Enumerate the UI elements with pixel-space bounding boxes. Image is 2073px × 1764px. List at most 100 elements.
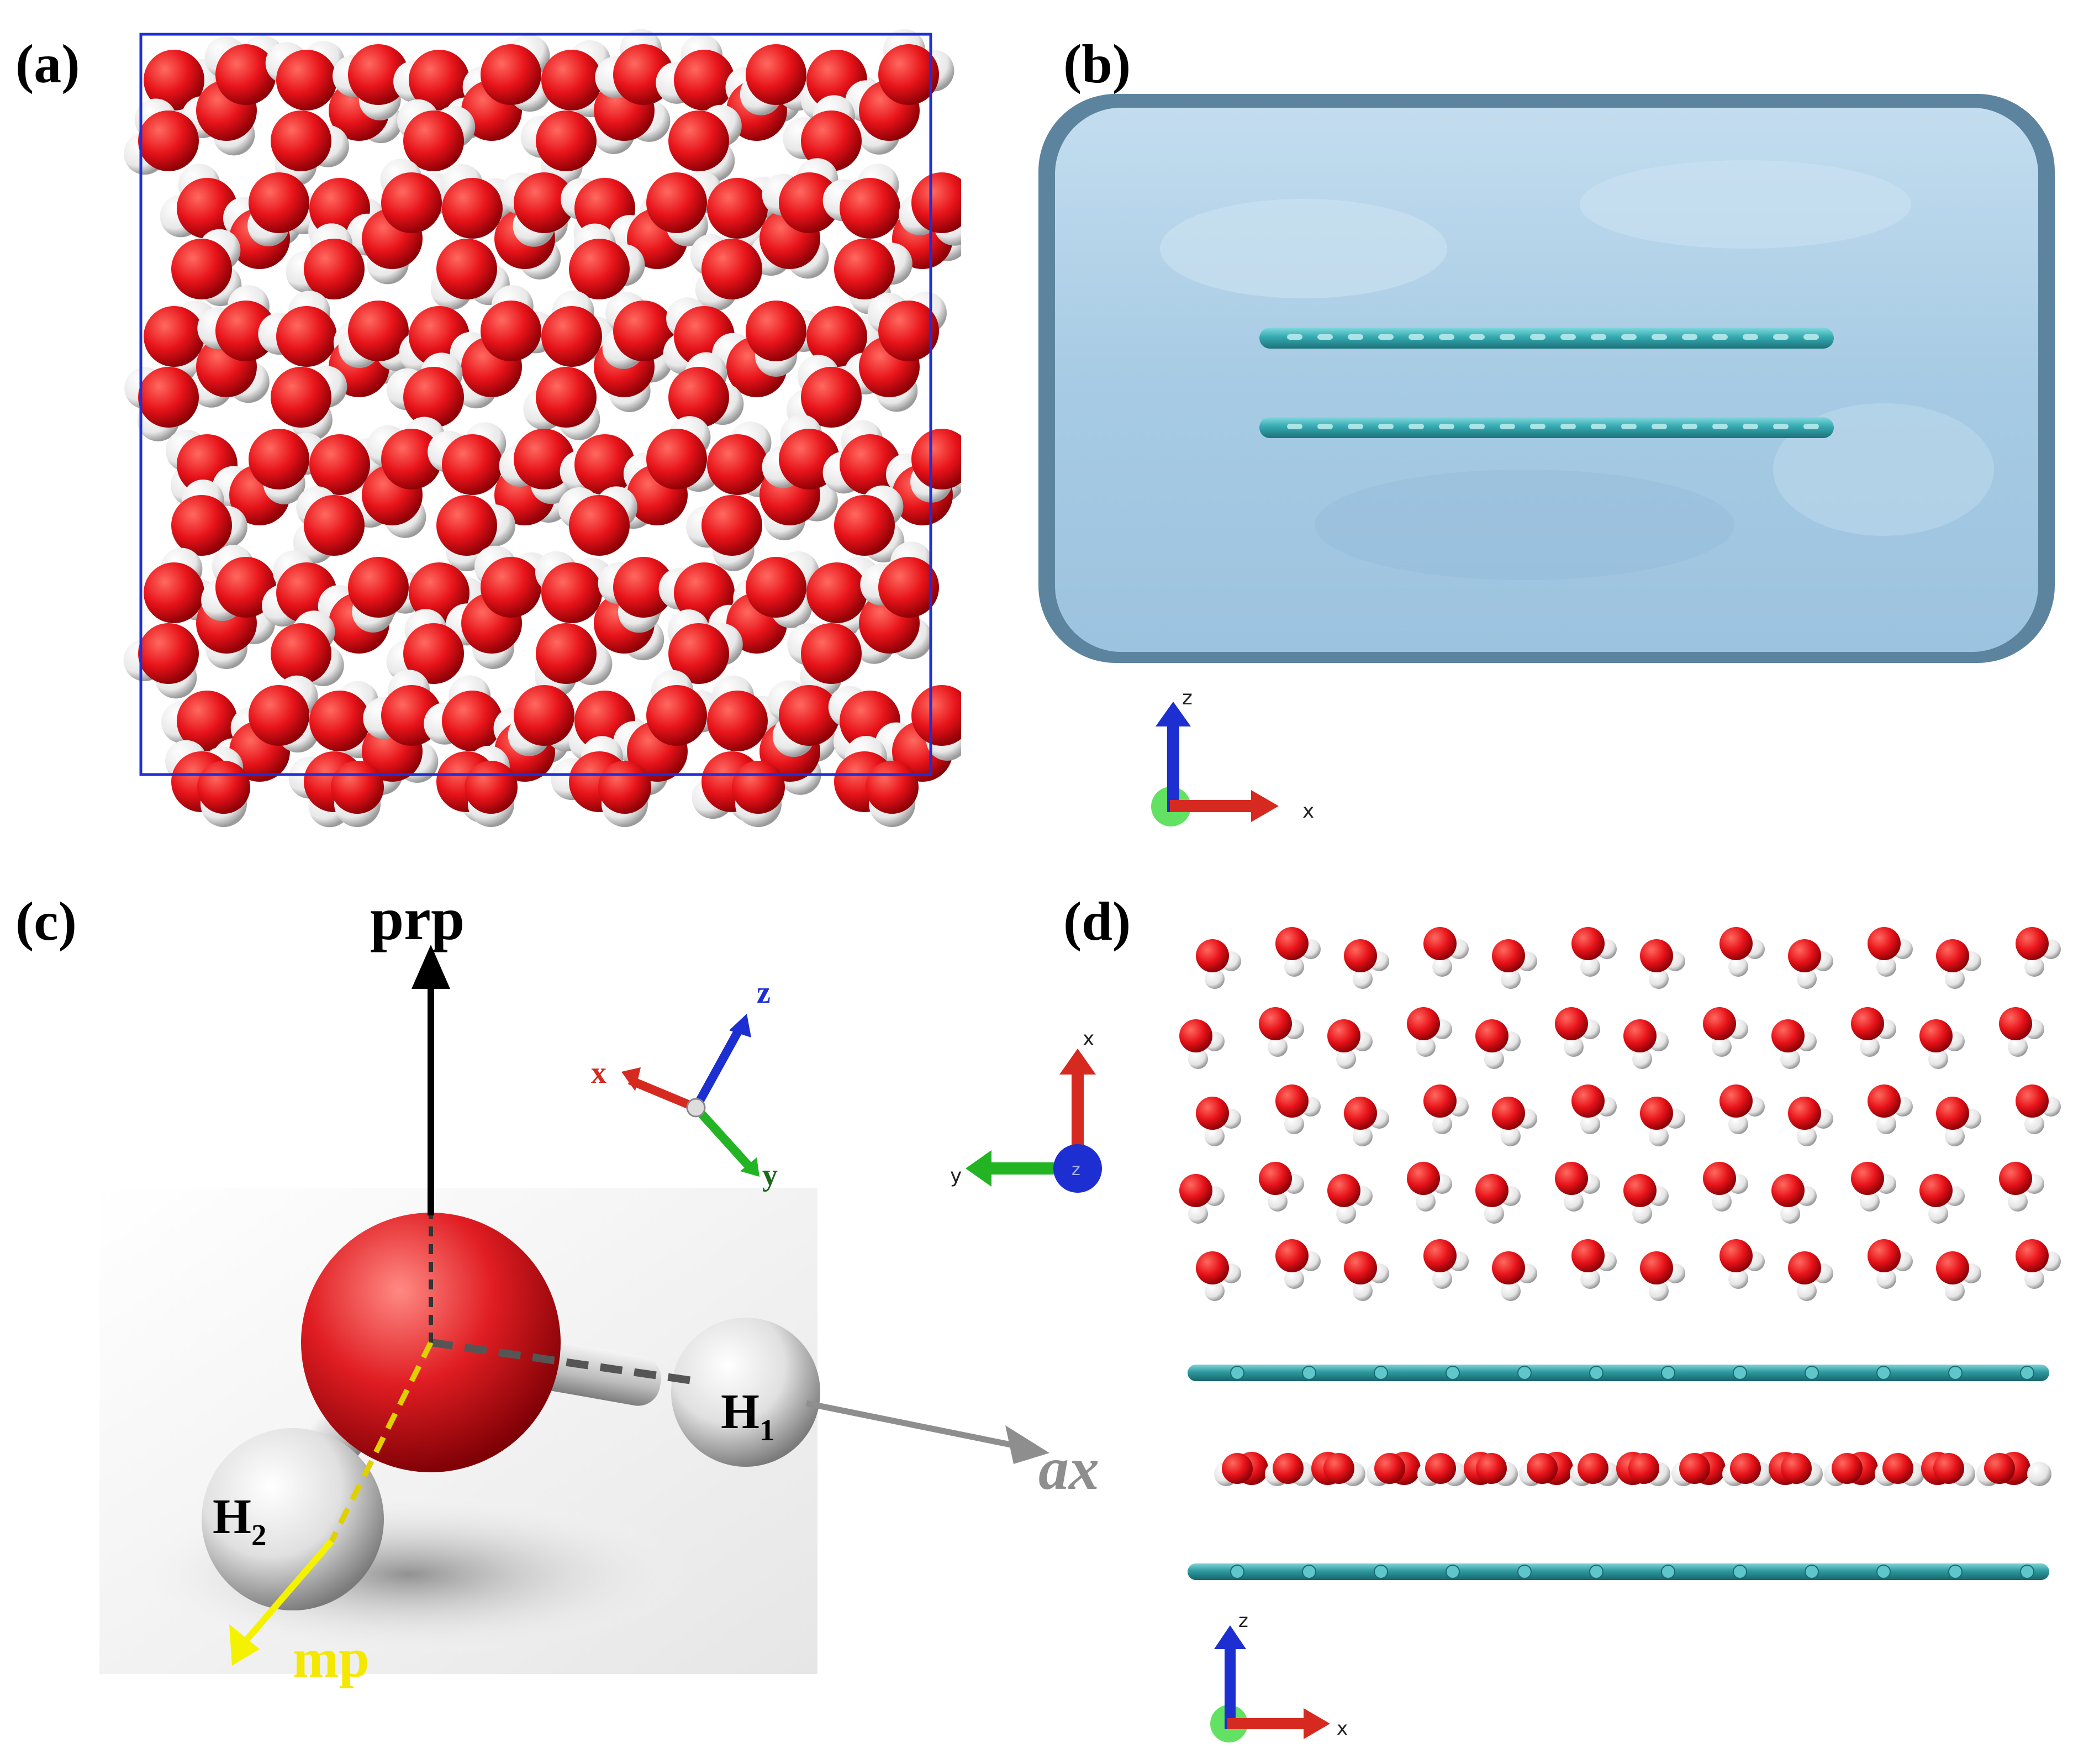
hydrogen-atom [2024, 1114, 2044, 1134]
water-molecule [1275, 927, 1321, 977]
water-molecule [1640, 1097, 1685, 1146]
oxygen-atom [1623, 1174, 1657, 1207]
hydrogen-atom [1780, 1204, 1800, 1224]
oxygen-atom [171, 239, 232, 299]
hydrogen-atom [1188, 1049, 1208, 1069]
oxygen-atom [1179, 1174, 1212, 1207]
water-molecule [397, 99, 476, 171]
water-molecule [690, 234, 762, 311]
oxygen-atom [1788, 939, 1821, 972]
ice-lattice [123, 29, 961, 828]
water-molecule [911, 685, 961, 761]
oxygen-atom [465, 761, 518, 814]
oxygen-atom [276, 306, 337, 367]
z-axis-label: z [1182, 687, 1193, 709]
water-molecule [249, 429, 327, 504]
oxygen-atom [574, 434, 635, 495]
oxygen-atom [1275, 1239, 1309, 1272]
oxygen-atom [1196, 939, 1229, 972]
oxygen-atom [1222, 1453, 1253, 1484]
x-axis-label: x [1083, 1028, 1094, 1050]
water-molecule [834, 485, 905, 563]
water-molecule [746, 551, 819, 628]
hydrogen-atom [1284, 1114, 1304, 1134]
oxygen-atom [249, 172, 309, 233]
x-axis-label: x [1302, 800, 1314, 823]
water-molecule [124, 367, 199, 441]
hydrogen-atom [1860, 1037, 1880, 1057]
water-molecule [123, 623, 199, 699]
water-molecule [668, 104, 742, 182]
oxygen-atom [1679, 1453, 1710, 1484]
h2-label: H2 [213, 1489, 267, 1552]
water-molecule [293, 486, 365, 564]
water-molecule [1771, 1174, 1817, 1224]
water-molecule [806, 306, 885, 382]
oxygen-atom [1407, 1162, 1440, 1195]
hydrogen-atom [1501, 969, 1521, 989]
water-molecule [569, 223, 645, 299]
hydrogen-atom [1876, 1114, 1896, 1134]
hydrogen-atom [1336, 1049, 1356, 1069]
oxygen-atom [481, 301, 541, 361]
water-molecule [667, 609, 743, 684]
water-molecule [828, 686, 900, 763]
x-axis-arrow [1227, 1718, 1305, 1729]
water-molecule [1868, 1239, 1913, 1289]
oxygen-atom [1407, 1007, 1440, 1040]
panel-b-water-slab: z x [1027, 83, 2066, 856]
water-molecule [1275, 1239, 1321, 1289]
water-molecule [1719, 927, 1765, 977]
oxygen-atom [1882, 1453, 1913, 1484]
hydrogen-atom [1876, 957, 1896, 977]
hydrogen-atom [1649, 1126, 1669, 1146]
hydrogen-atom [1188, 1204, 1208, 1224]
water-molecule [646, 416, 720, 492]
water-molecule [1344, 939, 1389, 989]
oxygen-atom [1275, 927, 1309, 960]
mp-label: mp [293, 1628, 370, 1689]
oxygen-atom [144, 306, 204, 367]
oxygen-atom [646, 172, 707, 233]
water-molecule [1259, 1007, 1304, 1057]
oxygen-atom [442, 691, 503, 751]
oxygen-atom [215, 557, 276, 618]
hydrogen-atom [1353, 969, 1373, 989]
hydrogen-atom [1205, 1281, 1225, 1301]
hydrogen-atom [1649, 969, 1669, 989]
hydrogen-atom [1484, 1204, 1504, 1224]
oxygen-atom [1327, 1174, 1360, 1207]
water-molecule [271, 610, 344, 687]
water-molecule [1571, 1239, 1617, 1289]
water-molecule [1196, 939, 1241, 989]
water-molecule [1423, 1239, 1469, 1289]
hydrogen-atom [1501, 1126, 1521, 1146]
water-molecule [1407, 1007, 1452, 1057]
hydrogen-atom [2027, 1462, 2051, 1486]
water-molecule [1788, 1097, 1833, 1146]
oxygen-atom [707, 434, 768, 495]
oxygen-atom [1781, 1453, 1812, 1484]
hydrogen-atom [1797, 969, 1817, 989]
water-molecule [1407, 1162, 1452, 1212]
oxygen-atom [613, 301, 674, 361]
oxygen-atom [840, 178, 900, 239]
water-molecule [441, 164, 516, 239]
water-molecule [1703, 1007, 1748, 1057]
water-molecule [286, 223, 365, 299]
water-molecule [1936, 1251, 1981, 1301]
water-molecule [367, 417, 446, 489]
water-molecule [668, 352, 744, 428]
water-molecule [1259, 1162, 1304, 1212]
water-molecule [523, 367, 600, 440]
panel-label-a: (a) [15, 33, 80, 94]
oxygen-atom [646, 685, 707, 746]
oxygen-atom [1628, 1453, 1659, 1484]
oxygen-atom [1425, 1453, 1456, 1484]
hydrogen-atom [1501, 1281, 1521, 1301]
oxygen-atom [834, 239, 895, 299]
oxygen-atom [309, 691, 370, 751]
water-molecule [1344, 1251, 1389, 1301]
hydrogen-atom [1205, 1126, 1225, 1146]
z-axis-arrow [1167, 724, 1179, 812]
